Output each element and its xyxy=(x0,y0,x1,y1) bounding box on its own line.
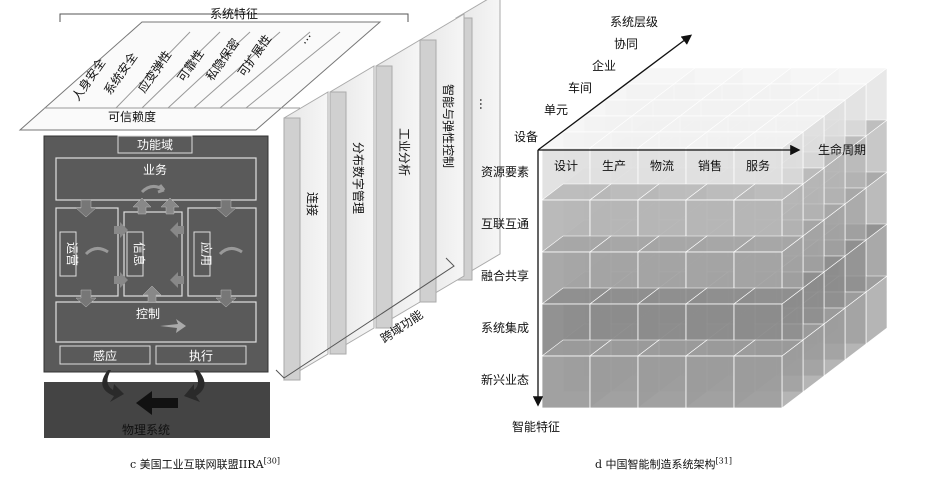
intelligence-feature-label: 互联互通 xyxy=(481,217,529,231)
down-arrow-icon xyxy=(215,289,237,308)
functional-domain-tag xyxy=(117,135,193,154)
sense-curve-arrow xyxy=(102,370,124,402)
system-feature-bracket xyxy=(59,13,409,22)
sensing-label: 感应 xyxy=(93,348,117,363)
svg-text:信息: 信息 xyxy=(132,242,147,266)
cross-domain-panel: 分布数字管理 xyxy=(329,65,375,355)
cross-domain-panel: 工业分析 xyxy=(375,39,421,329)
side-arrow-icon xyxy=(170,272,184,288)
cross-domain-panel-label: 智能与弹性控制 xyxy=(441,84,456,168)
cross-domain-panel-label: 连接 xyxy=(305,192,320,216)
system-level-label: 车间 xyxy=(568,80,592,95)
architecture-cube xyxy=(541,67,888,409)
cube-cell xyxy=(733,339,804,409)
actuation-box xyxy=(155,345,247,365)
intelligence-feature-label: 资源要素 xyxy=(481,165,529,179)
iira-diagram: 系统特征 …智能与弹性控制工业分析分布数字管理连接 人身安全系统安全应变弹性可靠… xyxy=(18,0,501,438)
system-feature-label: 系统特征 xyxy=(210,6,258,21)
intelligence-axis-label: 智能特征 xyxy=(512,419,560,434)
lifecycle-axis-label: 生命周期 xyxy=(818,142,866,157)
flow-arrows xyxy=(75,197,237,308)
down-arrow-icon xyxy=(75,289,97,308)
information-tag: 信息 xyxy=(126,231,147,277)
intelligence-feature-label: 融合共享 xyxy=(481,268,529,283)
cross-domain-panel-label: 工业分析 xyxy=(397,128,411,176)
system-level-label: 协同 xyxy=(614,36,638,51)
svg-text:应用: 应用 xyxy=(199,242,214,266)
application-flow-icon xyxy=(218,247,243,256)
lifecycle-stage-label: 设计 xyxy=(554,159,578,173)
down-arrow-icon xyxy=(75,199,97,218)
lifecycle-stage-label: 服务 xyxy=(746,158,770,173)
up-arrow-icon xyxy=(132,197,152,215)
cross-domain-panel-label: … xyxy=(477,98,491,110)
intelligence-feature-label: 新兴业态 xyxy=(481,372,529,387)
application-tag: 应用 xyxy=(193,231,214,277)
left-caption: c 美国工业互联网联盟IIRA[30] xyxy=(130,456,280,471)
operations-flow-icon xyxy=(84,247,109,256)
control-arrow-icon xyxy=(160,319,186,333)
sensing-box xyxy=(59,345,151,365)
system-level-axis xyxy=(537,34,693,151)
business-label: 业务 xyxy=(143,162,167,177)
side-arrow-icon xyxy=(114,222,128,238)
right-caption: d 中国智能制造系统架构[31] xyxy=(595,456,732,471)
lifecycle-stage-label: 销售 xyxy=(698,158,722,173)
trust-label: 可信赖度 xyxy=(108,109,156,124)
physical-system-block xyxy=(44,382,270,438)
physical-arrow-icon xyxy=(136,391,178,415)
intelligence-feature-label: 系统集成 xyxy=(481,320,529,335)
actuation-label: 执行 xyxy=(189,349,213,363)
side-arrow-icon xyxy=(170,222,184,238)
lifecycle-labels: 设计 生产 物流 销售 服务 xyxy=(554,158,770,173)
lifecycle-stage-label: 物流 xyxy=(650,159,674,173)
operations-tag: 运营 xyxy=(59,231,79,277)
cross-domain-panel-label: 分布数字管理 xyxy=(351,142,366,214)
cross-domain-bracket xyxy=(275,257,455,379)
functional-domain-label: 功能域 xyxy=(137,138,173,152)
cross-domain-panel: 智能与弹性控制 xyxy=(419,13,465,303)
system-level-label: 单元 xyxy=(544,103,568,117)
control-label: 控制 xyxy=(136,307,160,321)
system-level-label: 企业 xyxy=(592,58,616,73)
lifecycle-stage-label: 生产 xyxy=(602,159,626,173)
system-level-axis-label: 系统层级 xyxy=(610,15,658,29)
down-arrow-icon xyxy=(215,199,237,218)
business-box xyxy=(55,157,257,201)
up-arrow-icon xyxy=(160,197,180,215)
business-flow-icon xyxy=(140,184,166,194)
physical-system-label: 物理系统 xyxy=(122,423,170,437)
side-arrow-icon xyxy=(114,272,128,288)
system-level-label: 设备 xyxy=(514,130,538,144)
svg-text:运营: 运营 xyxy=(65,242,79,266)
cross-domain-panel: 连接 xyxy=(283,91,329,381)
act-curve-arrow xyxy=(184,370,205,402)
up-arrow-icon xyxy=(142,285,162,303)
